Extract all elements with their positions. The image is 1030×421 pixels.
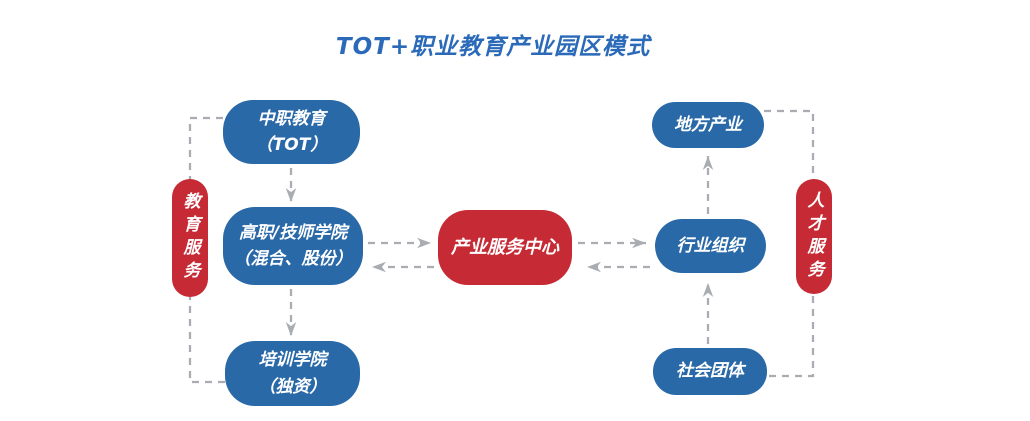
node-industry-service-center: 产业服务中心 xyxy=(438,210,572,285)
pill-label: 教育服务 xyxy=(179,192,200,284)
node-local-industry: 地方产业 xyxy=(652,102,764,148)
node-label-line2: （混合、股份） xyxy=(233,249,353,269)
node-label: 地方产业 xyxy=(674,114,742,135)
node-higher-technician-college: 高职/技师学院 （混合、股份） xyxy=(223,207,363,285)
left-bracket-line xyxy=(188,116,225,384)
pill-talent-service: 人才服务 xyxy=(796,179,832,294)
node-training-college: 培训学院 （独资） xyxy=(225,341,360,406)
node-social-groups: 社会团体 xyxy=(653,348,767,395)
node-label: 行业组织 xyxy=(676,235,745,256)
node-label-line1: 培训学院 xyxy=(258,350,327,371)
diagram-title: TOT+职业教育产业园区模式 xyxy=(335,34,651,60)
node-label-line2: （TOT） xyxy=(255,135,328,155)
pill-education-service: 教育服务 xyxy=(172,179,208,297)
node-industry-organizations: 行业组织 xyxy=(655,219,766,273)
node-secondary-vocational-education: 中职教育 （TOT） xyxy=(223,100,360,164)
node-label-line1: 中职教育 xyxy=(257,108,326,129)
node-label: 社会团体 xyxy=(676,361,744,382)
node-label-line1: 高职/技师学院 xyxy=(238,222,348,243)
node-label: 产业服务中心 xyxy=(451,236,559,258)
node-label-line2: （独资） xyxy=(258,376,327,397)
pill-label: 人才服务 xyxy=(803,190,824,283)
